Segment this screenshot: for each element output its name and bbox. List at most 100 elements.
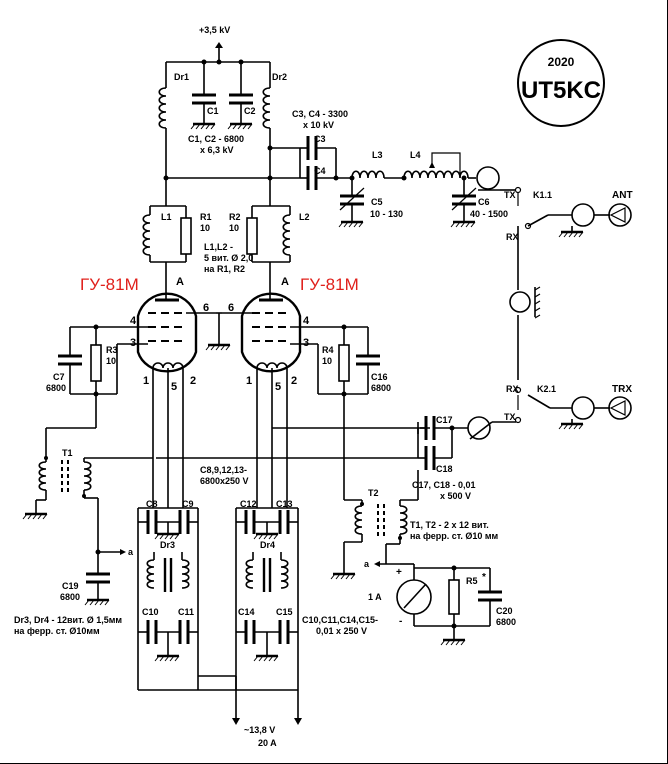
output-coax: TX: [476, 166, 522, 200]
pin2-right: 2: [291, 375, 297, 387]
note-c8-line1: C8,9,12,13-: [200, 465, 247, 475]
c3-label: C3: [314, 134, 326, 144]
k21-tx-label: TX: [504, 412, 516, 422]
meter-minus: -: [399, 616, 402, 627]
tube-right-anode-label: A: [281, 276, 289, 288]
choke-dr2: Dr2: [262, 62, 287, 178]
note-dr3dr4-line2: на ферр. ст. Ø10мм: [14, 626, 100, 636]
note-c1c2-line2: x 6,3 kV: [200, 145, 234, 155]
pin5-left: 5: [171, 381, 177, 393]
k11-rx-label: RX: [506, 232, 519, 242]
capacitor-c5: C5 10 - 130: [337, 175, 403, 229]
l1-label: L1: [161, 212, 172, 222]
c7-label: C7: [53, 372, 65, 382]
k11-tx-label: TX: [504, 190, 516, 200]
tube-right: [222, 285, 322, 390]
badge-year: 2020: [548, 55, 575, 69]
current-meter: + - 1 A R5 * C20 6800: [368, 563, 516, 647]
pin2-left: 2: [190, 375, 196, 387]
anode-l2-r2: R2 10 L2: [229, 178, 310, 285]
c5-label: C5: [371, 197, 383, 207]
tube-right-label: ГУ-81М: [300, 275, 359, 294]
t2-label: T2: [368, 488, 379, 498]
r3-label: R3: [106, 345, 118, 355]
c14-label: C14: [238, 607, 255, 617]
c10-label: C10: [142, 607, 159, 617]
note-c1c2-line1: C1, C2 - 6800: [188, 134, 244, 144]
note-c17c18-line2: x 500 V: [440, 491, 471, 501]
note-c3c4-line2: x 10 kV: [303, 120, 334, 130]
capacitor-c18: C18: [417, 425, 455, 474]
c2-label: C2: [244, 106, 256, 116]
c4-label: C4: [314, 166, 326, 176]
c7-value: 6800: [46, 383, 66, 393]
c18-label: C18: [436, 464, 453, 474]
c8-label: C8: [146, 499, 158, 509]
note-c10-line1: C10,C11,C14,C15-: [302, 615, 378, 625]
pin1-left: 1: [143, 375, 149, 387]
t2-a-label: a: [364, 559, 370, 569]
note-c8-line2: 6800x250 V: [200, 476, 249, 486]
c16-value: 6800: [371, 383, 391, 393]
r5-star: *: [482, 572, 486, 583]
pin6-right: 6: [228, 302, 234, 314]
c16-label: C16: [371, 372, 388, 382]
note-c10-line2: 0,01 x 250 V: [316, 626, 367, 636]
dr1-label: Dr1: [174, 72, 189, 82]
note-c17c18-line1: C17, C18 - 0,01: [412, 480, 476, 490]
filament-left: C8 C9 Dr3 C10 C11: [137, 390, 199, 690]
c9-label: C9: [182, 499, 194, 509]
note-c6: 40 - 1500: [470, 209, 508, 219]
anode-bus: [163, 145, 301, 181]
relay-k2: RX K2.1 TX: [492, 384, 556, 424]
filament-supply: ~13,8 V 20 A: [138, 675, 302, 748]
c19-value: 6800: [60, 592, 80, 602]
c20-label: C20: [496, 606, 513, 616]
r2-value: 10: [229, 223, 239, 233]
transformer-t1: a T1 C19 6800: [21, 394, 153, 607]
t1-a-label: a: [128, 547, 134, 557]
callsign-badge: 2020 UT5KC: [517, 39, 605, 127]
capacitor-c3: C3: [300, 134, 336, 160]
pin1-right: 1: [246, 375, 252, 387]
c13-label: C13: [276, 499, 293, 509]
k21-label: K2.1: [537, 384, 556, 394]
c19-label: C19: [62, 581, 79, 591]
pin4-left: 4: [130, 315, 137, 327]
trx-port: TRX: [550, 384, 632, 431]
pin3-right: 3: [303, 337, 309, 349]
note-t1t2-line1: T1, T2 - 2 x 12 вит.: [410, 520, 489, 530]
low-current-label: 20 A: [258, 738, 277, 748]
transformer-t2: a T2: [329, 394, 419, 581]
dr3-label: Dr3: [160, 540, 175, 550]
capacitor-c1: C1: [189, 62, 219, 131]
trx-label: TRX: [612, 384, 632, 395]
k21-rx-label: RX: [506, 384, 519, 394]
inductor-l4: L4: [403, 150, 469, 179]
r3-value: 10: [106, 356, 116, 366]
c1-label: C1: [207, 106, 219, 116]
meter-label: 1 A: [368, 592, 382, 602]
r2-label: R2: [229, 212, 241, 222]
c6-label: C6: [478, 197, 490, 207]
t1-label: T1: [62, 448, 73, 458]
note-c3c4-line1: C3, C4 - 3300: [292, 109, 348, 119]
l4-label: L4: [410, 150, 421, 160]
grid-right-c16-r4: R4 10 C16 6800: [290, 324, 391, 397]
low-voltage-label: ~13,8 V: [244, 725, 275, 735]
hv-supply: +3,5 kV: [166, 25, 270, 65]
r4-label: R4: [322, 345, 334, 355]
r1-value: 10: [200, 223, 210, 233]
hv-label: +3,5 kV: [199, 25, 230, 35]
pin6-left: 6: [203, 302, 209, 314]
note-c5: 10 - 130: [370, 209, 403, 219]
capacitor-c6: C6 40 - 1500: [449, 178, 508, 229]
r1-label: R1: [200, 212, 212, 222]
c15-label: C15: [276, 607, 293, 617]
r5-label: R5: [466, 576, 478, 586]
tube-left: [117, 285, 216, 390]
l2-label: L2: [299, 212, 310, 222]
tube-left-label: ГУ-81М: [80, 275, 139, 294]
c20-value: 6800: [496, 617, 516, 627]
